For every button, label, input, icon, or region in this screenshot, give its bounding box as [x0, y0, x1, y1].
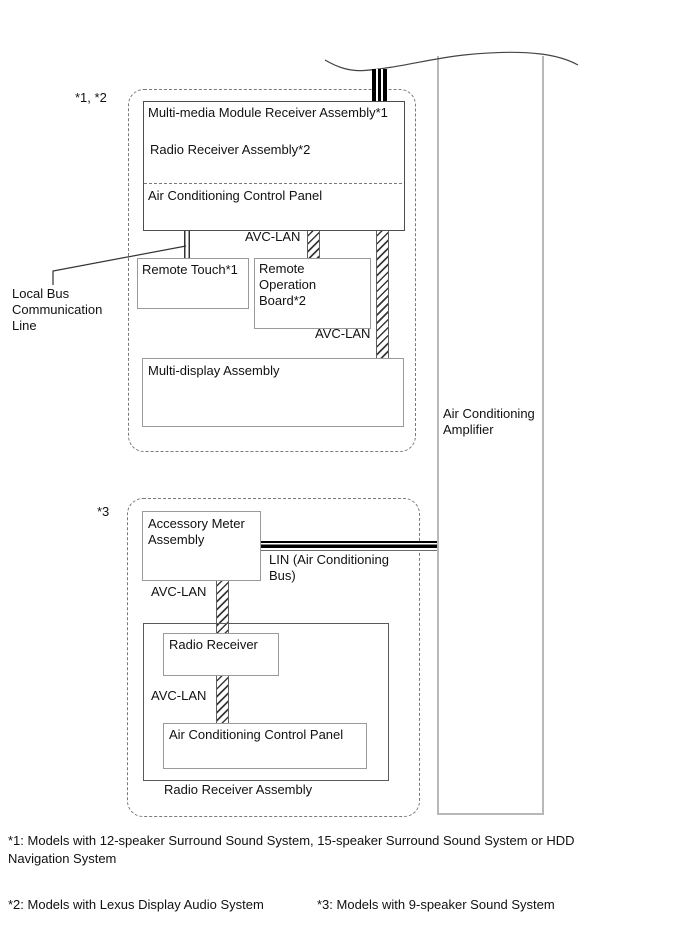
radio-receiver-box: [163, 633, 279, 676]
avc-lan-bus-3: [216, 579, 229, 633]
accessory-meter-label: Accessory Meter Assembly: [148, 516, 245, 547]
footnote-1: *1: Models with 12-speaker Surround Soun…: [8, 833, 575, 866]
remote-touch-label: Remote Touch*1: [142, 262, 238, 277]
ac-control-panel-label: Air Conditioning Control Panel: [169, 727, 344, 742]
group-tag-top: *1, *2: [75, 90, 107, 105]
avc-lan-label-1: AVC-LAN: [245, 229, 301, 244]
remote-operation-board-box: [254, 258, 371, 329]
footnote-3: *3: Models with 9-speaker Sound System: [317, 897, 555, 912]
radio-receiver-label: Radio Receiver: [169, 637, 258, 652]
lin-bus-label: LIN (Air Conditioning Bus): [269, 552, 389, 583]
remote-operation-board-label: Remote Operation Board*2: [259, 261, 317, 308]
head-unit-line2: Radio Receiver Assembly*2: [150, 142, 311, 157]
avc-lan-label-4: AVC-LAN: [151, 688, 207, 703]
air-conditioning-amplifier-label: Air Conditioning Amplifier: [443, 406, 535, 437]
group-tag-bottom: *3: [97, 504, 110, 519]
lower-system-group: [127, 498, 420, 817]
multi-display-box: [142, 358, 404, 427]
local-bus-line: [184, 229, 190, 258]
head-unit-box: [143, 101, 405, 231]
avc-lan-label-2: AVC-LAN: [315, 326, 371, 341]
radio-receiver-assembly-box: [143, 623, 389, 781]
head-unit-line3: Air Conditioning Control Panel: [148, 188, 323, 203]
head-unit-line1: Multi-media Module Receiver Assembly*1: [148, 105, 388, 120]
avc-lan-bus-4: [216, 674, 229, 723]
local-bus-label: Local Bus Communication Line: [12, 286, 103, 333]
accessory-meter-box: [142, 511, 261, 581]
avc-lan-bus-2: [376, 229, 389, 358]
lin-bus-line: [259, 541, 437, 551]
avc-lan-bus-1: [307, 229, 320, 258]
multi-display-label: Multi-display Assembly: [148, 363, 280, 378]
air-conditioning-amplifier-box: [437, 56, 544, 815]
vehicle-bus-vertical: [372, 69, 387, 101]
radio-receiver-assembly-label: Radio Receiver Assembly: [164, 782, 313, 797]
head-unit-separator: [144, 183, 402, 184]
footnote-2: *2: Models with Lexus Display Audio Syst…: [8, 897, 264, 912]
ac-control-panel-box: [163, 723, 367, 769]
avc-lan-label-3: AVC-LAN: [151, 584, 207, 599]
